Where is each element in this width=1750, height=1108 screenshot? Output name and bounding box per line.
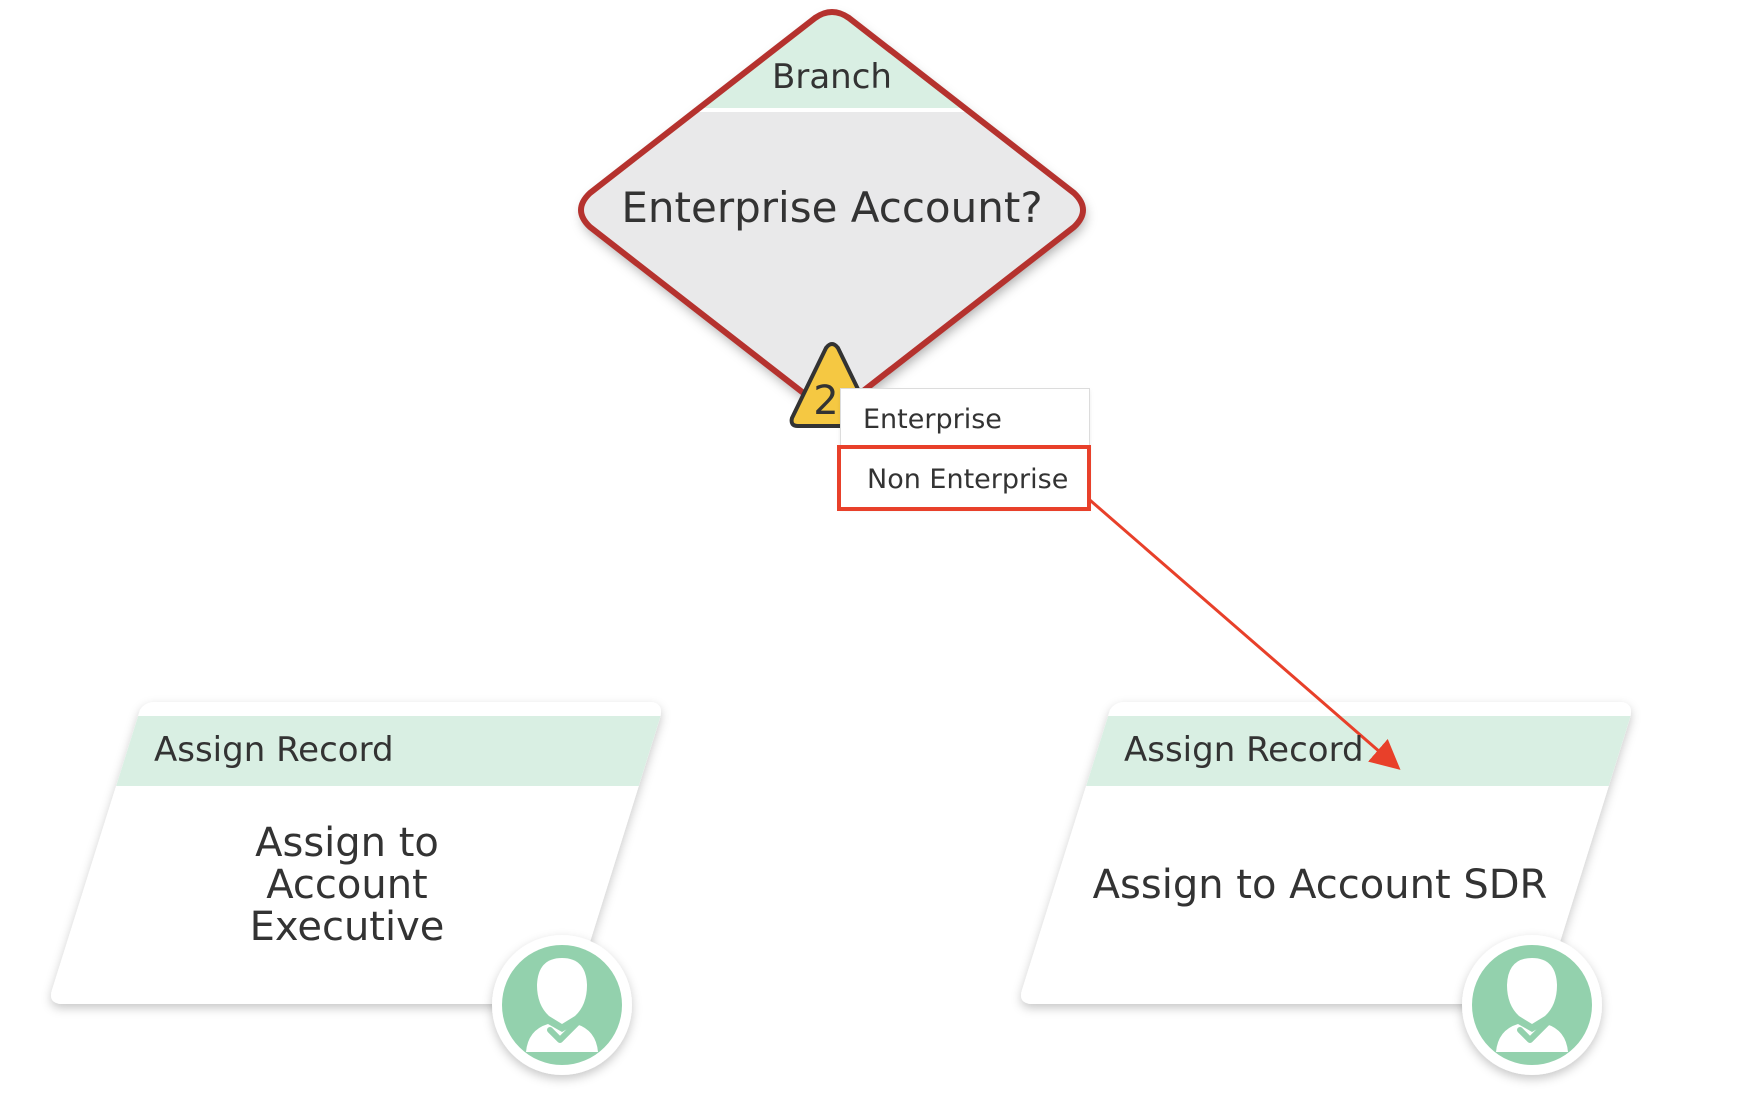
warning-count: 2: [813, 378, 838, 424]
right-assign-node[interactable]: [1010, 702, 1650, 1004]
left-assign-node-type-label: Assign Record: [154, 730, 394, 770]
branch-node[interactable]: Branch Enterprise Account?: [560, 0, 1120, 411]
branch-option-enterprise[interactable]: Enterprise: [863, 404, 1002, 435]
right-assign-node-type-label: Assign Record: [1124, 730, 1364, 770]
right-assign-node-header: [1021, 716, 1631, 786]
left-assign-node[interactable]: [40, 702, 680, 1004]
right-assign-node-title: Assign to Account SDR: [1092, 862, 1548, 908]
left-assign-node-title: Assign to Account Executive: [249, 820, 445, 950]
left-assign-node-header: [51, 716, 661, 786]
branch-node-title: Enterprise Account?: [621, 183, 1042, 232]
annotation-arrow: [1075, 486, 1401, 770]
branch-options-menu: Enterprise Non Enterprise: [837, 388, 1091, 511]
branch-node-type-label: Branch: [772, 57, 892, 97]
right-user-check-icon: [1462, 935, 1602, 1075]
left-user-check-icon: [492, 935, 632, 1075]
branch-option-non-enterprise[interactable]: Non Enterprise: [837, 445, 1091, 511]
